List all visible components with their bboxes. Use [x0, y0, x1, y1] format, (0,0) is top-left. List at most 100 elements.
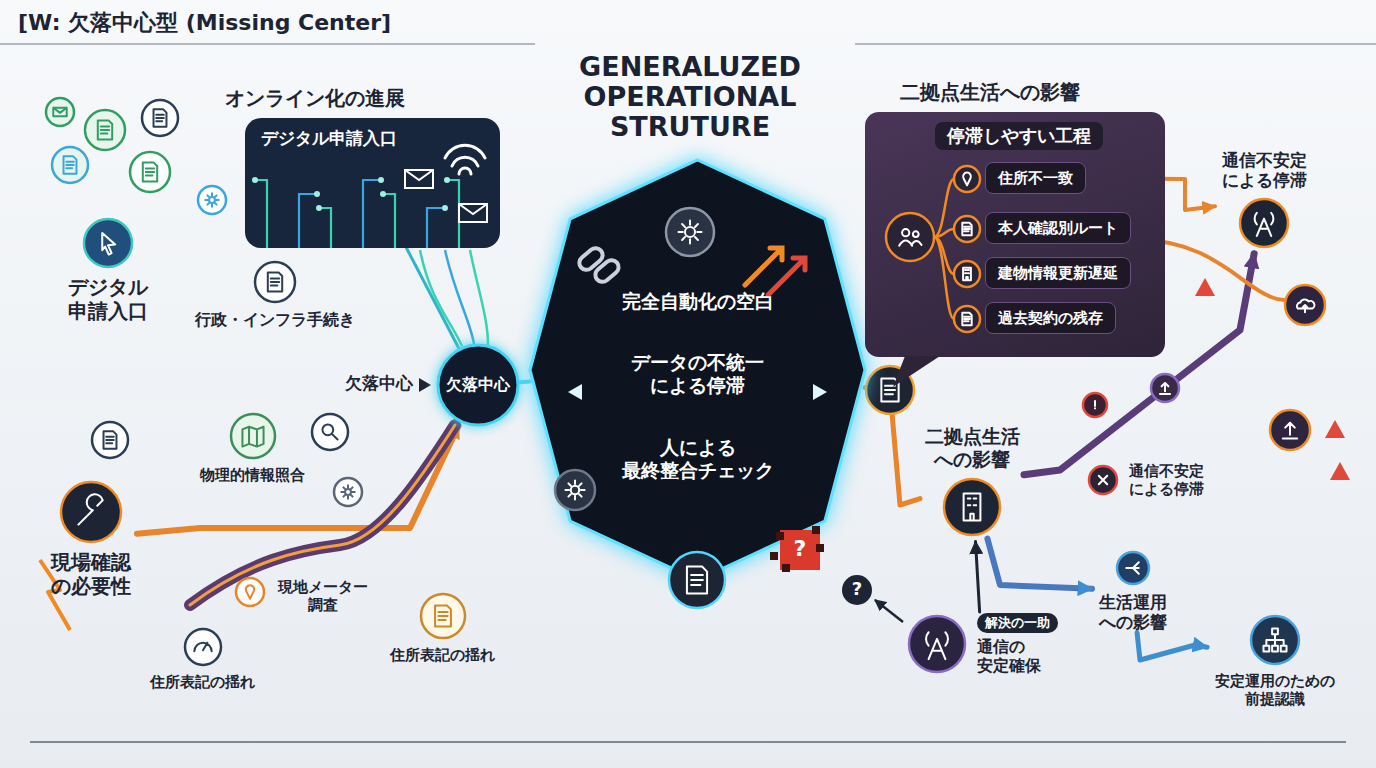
glitch-pixel: [816, 544, 824, 552]
icon-node: 安定運用のための 前提認識: [1210, 612, 1340, 708]
node-text: 欠落中心: [446, 375, 510, 394]
node-icon: [940, 475, 1004, 539]
icon-node: 住所表記の揺れ: [150, 625, 255, 691]
icon-building: [954, 261, 980, 287]
icon-glyph: [964, 493, 981, 520]
icon-node: 二拠点生活 への影響: [920, 425, 1024, 539]
icon-glyph: [1094, 401, 1096, 409]
diagram-title: [W: 欠落中心型 (Missing Center]: [18, 8, 391, 38]
icon-search: [312, 414, 348, 450]
icon-node: 住所表記の揺れ: [390, 590, 495, 664]
arrow-symbol: [745, 248, 782, 285]
icon-disc: [1089, 466, 1117, 494]
node-text: 通信不安定 による停滞: [1129, 462, 1209, 498]
node-text: 通信不安定 による停滞: [1218, 150, 1310, 191]
node-text: 二拠点生活 への影響: [920, 425, 1024, 471]
glitch-pixel: [776, 532, 784, 540]
icon-glyph: [962, 313, 971, 325]
process-item: 本人確認別ルート: [985, 212, 1131, 244]
icon-glyph: [64, 156, 77, 173]
node-icon: [57, 478, 125, 546]
diagram-label: 二拠点生活への影響: [900, 80, 1080, 104]
circuit-line: [319, 208, 331, 248]
process-item: 建物情報更新遅延: [985, 257, 1131, 289]
node-text: 停滞しやすい工程: [935, 122, 1103, 150]
icon-disc: [555, 470, 595, 510]
circuit-dot: [316, 205, 322, 211]
process-group: 住所不一致本人確認別ルート建物情報更新遅延過去契約の残存停滞しやすい工程: [865, 112, 1165, 357]
icon-disc: [1151, 374, 1179, 402]
mail-symbol: [459, 204, 487, 222]
circuit-dot: [252, 177, 258, 183]
icon-doc: [142, 100, 178, 136]
warning-triangle: [1325, 420, 1345, 438]
icon-building: [944, 479, 1000, 535]
node-text: 生活運用 への影響: [1095, 592, 1170, 633]
icon-disc: [421, 594, 465, 638]
icon-split: [1117, 552, 1149, 584]
icon-node: 通信不安定 による停滞: [1218, 150, 1310, 251]
icon-disc: [1117, 552, 1149, 584]
icon-cross: [1089, 466, 1117, 494]
node-icon: [905, 612, 969, 676]
icon-disc: [1285, 285, 1325, 325]
node-text: 住所不一致: [998, 169, 1073, 187]
icon-glyph: [78, 494, 102, 524]
circuit-line: [383, 194, 395, 248]
circuit-dot: [314, 191, 320, 197]
node-text: 通信の 安定確保: [977, 637, 1047, 675]
icon-node: 行政・インフラ手続き: [195, 258, 355, 329]
pointer-arrow: [875, 600, 903, 622]
node-icon: [1247, 612, 1303, 668]
footer-rule: [30, 741, 1346, 742]
circle-outline: [438, 345, 518, 425]
icon-glyph: [963, 173, 971, 186]
process-item: 住所不一致: [985, 162, 1086, 194]
glitch-pixel: [770, 552, 778, 560]
icon-glyph: [899, 229, 921, 246]
question-badge: [842, 575, 872, 605]
icon-doc: [85, 110, 125, 150]
icon-node: 通信不安定 による停滞: [1085, 462, 1209, 498]
circuit-line: [470, 250, 488, 345]
connector: [406, 248, 458, 348]
icon-glyph: [1126, 562, 1138, 574]
icon-disc: [236, 578, 264, 606]
node-text: 本人確認別ルート: [998, 219, 1118, 237]
circuit-line: [445, 250, 474, 344]
arrow-symbol: [768, 258, 805, 295]
node-text: 完全自動化の空白: [622, 290, 774, 313]
icon-group: [46, 98, 1325, 606]
icon-disc: [334, 478, 362, 506]
icon-node: 現場確認 の必要性: [45, 478, 137, 598]
icon-pin: [954, 166, 980, 192]
node-icon: [181, 625, 225, 669]
icon-gear: [334, 478, 362, 506]
icon-gauge: [185, 629, 221, 665]
icon-disc: [198, 186, 226, 214]
circuit-dot: [444, 177, 450, 183]
icon-disc: [909, 616, 965, 672]
diagram-label: ?: [847, 578, 867, 600]
diagram-label: オンライン化の進展: [225, 86, 405, 110]
icon-disc: [255, 262, 295, 302]
icon-disc: [46, 98, 74, 126]
icon-glyph: [1263, 628, 1286, 651]
branch-line: [934, 179, 954, 237]
connector: [137, 426, 459, 534]
node-text: 人による 最終整合チェック: [618, 436, 778, 482]
icon-node: デジタル 申請入口: [62, 215, 154, 323]
icon-upload: [1270, 410, 1310, 450]
node-icon: [1085, 462, 1121, 498]
node-icon: [227, 410, 279, 462]
header-rule: [0, 43, 535, 45]
glitch-pixel: [812, 526, 820, 534]
icon-pin: [236, 578, 264, 606]
icon-node: 解決の一助通信の 安定確保: [905, 612, 1058, 676]
icon-disc: [954, 166, 980, 192]
icon-antenna: [1240, 199, 1288, 247]
header-rule: [855, 43, 1376, 45]
icon-glyph: [1099, 476, 1107, 484]
circuit-line: [420, 250, 462, 346]
